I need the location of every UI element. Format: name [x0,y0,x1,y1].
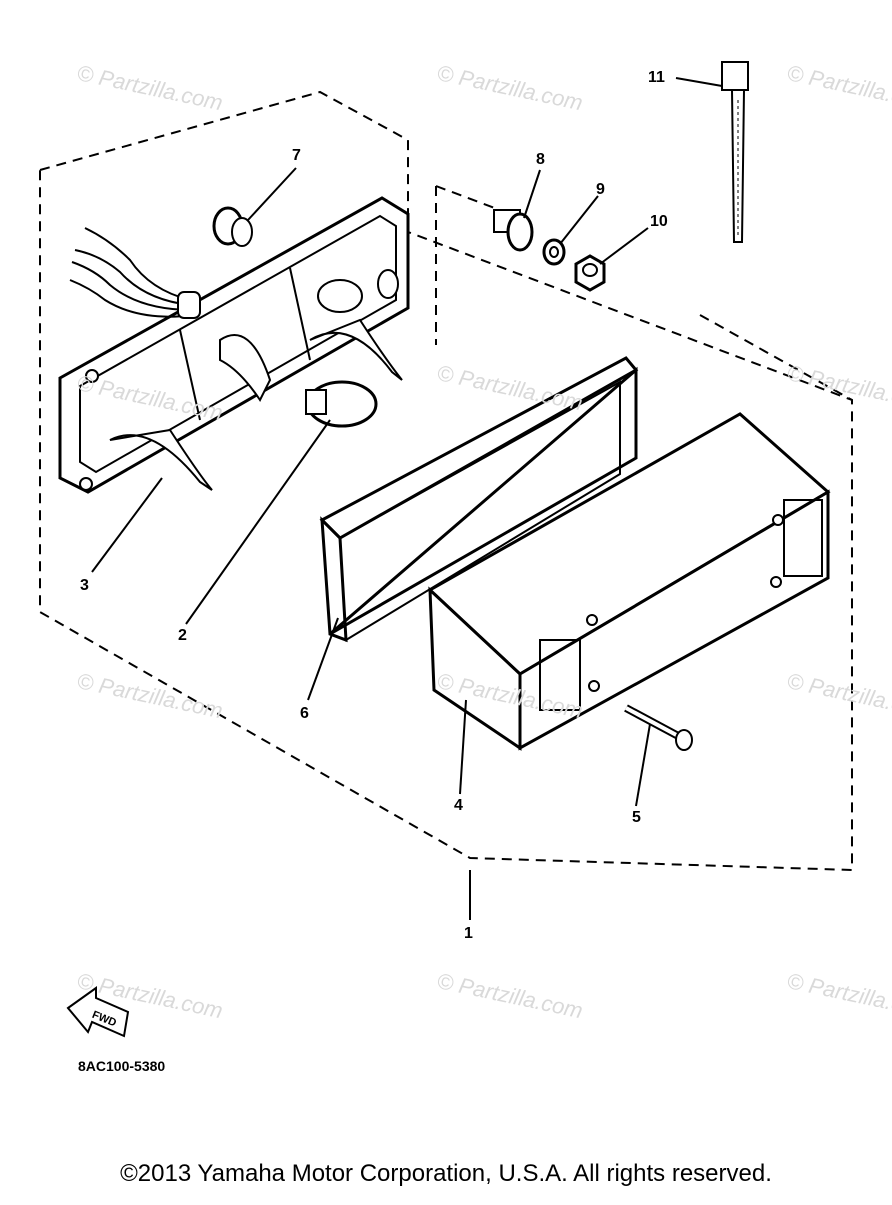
grommet [212,206,253,247]
hardware-bracket-top [435,185,501,211]
lens [427,412,831,751]
cable-tie [721,61,749,243]
callout-4: 4 [454,797,463,814]
callout-2: 2 [178,627,187,644]
callout-11: 11 [648,69,665,86]
bulb [305,380,378,428]
leader-lines [91,77,723,920]
callout-9: 9 [596,181,605,198]
wire-harness [69,227,201,319]
washer [542,238,566,266]
screw [624,704,693,751]
taillight-housing [58,196,410,494]
diagram-part-code: 8AC100-5380 [78,1058,166,1074]
collar [493,209,534,252]
nut [574,254,606,292]
callout-10: 10 [650,213,668,230]
lens-bracket [699,314,853,401]
callout-8: 8 [536,151,545,168]
callout-7: 7 [292,147,301,164]
callout-1: 1 [464,925,473,942]
fwd-arrow-icon: FWD [66,986,130,1038]
gasket [319,356,639,643]
callout-5: 5 [632,809,641,826]
copyright-notice: ©2013 Yamaha Motor Corporation, U.S.A. A… [120,1160,772,1187]
callout-3: 3 [80,577,89,594]
callout-6: 6 [300,705,309,722]
